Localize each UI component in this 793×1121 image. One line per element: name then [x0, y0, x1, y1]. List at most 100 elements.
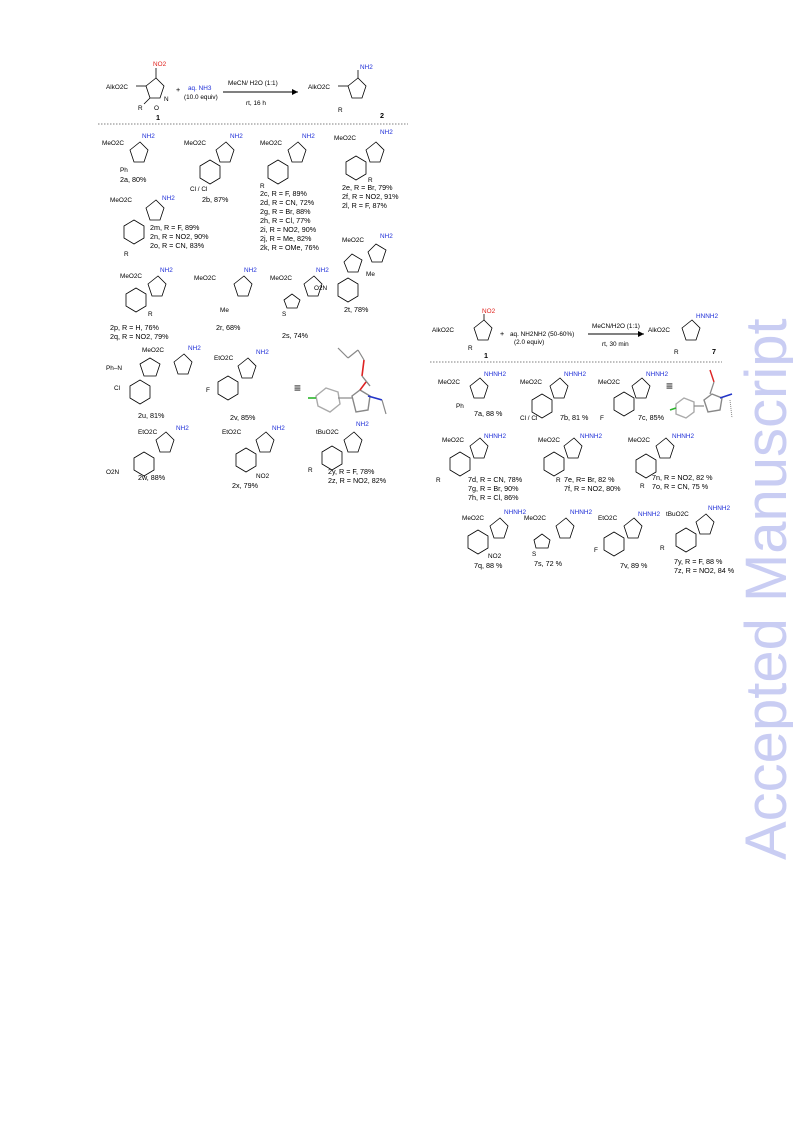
substrate-1: AlkO2C NO2 R O N 1	[106, 61, 169, 122]
svg-text:Me: Me	[220, 307, 229, 314]
svg-text:2h, R = Cl, 77%: 2h, R = Cl, 77%	[260, 216, 311, 225]
svg-text:MeO2C: MeO2C	[520, 379, 542, 386]
svg-text:MeO2C: MeO2C	[270, 275, 292, 282]
svg-text:Me: Me	[366, 271, 375, 278]
svg-text:7n, R = NO2, 82 %: 7n, R = NO2, 82 %	[652, 473, 713, 482]
svg-text:AlkO2C: AlkO2C	[648, 327, 670, 334]
svg-text:EtO2C: EtO2C	[598, 515, 618, 522]
compound-2s: MeO2C NH2 S 2s, 74%	[270, 267, 329, 340]
svg-text:NH2: NH2	[176, 425, 189, 432]
plus-sign: +	[176, 85, 180, 94]
svg-text:R: R	[436, 477, 441, 484]
svg-text:+: +	[500, 329, 504, 338]
svg-text:2l, R = F, 87%: 2l, R = F, 87%	[342, 201, 388, 210]
scheme-right: AlkO2C NO2 R 1 + aq. NH2NH2 (50-60%) (2.…	[430, 308, 735, 575]
svg-text:NHNH2: NHNH2	[638, 511, 660, 518]
svg-text:HNNH2: HNNH2	[696, 313, 718, 320]
svg-text:7: 7	[712, 347, 716, 356]
compound-2y-group: tBuO2C NH2 R 2y, R = F, 78% 2z, R = NO2,…	[308, 421, 387, 485]
svg-text:1: 1	[484, 351, 488, 360]
svg-text:2s, 74%: 2s, 74%	[282, 331, 309, 340]
svg-text:7v, 89 %: 7v, 89 %	[620, 561, 648, 570]
svg-text:R: R	[674, 349, 679, 356]
svg-text:EtO2C: EtO2C	[222, 429, 242, 436]
svg-text:NH2: NH2	[272, 425, 285, 432]
svg-text:R: R	[556, 477, 561, 484]
compound-7q: MeO2C NHNH2 NO2 7q, 88 %	[462, 509, 526, 570]
svg-text:NH2: NH2	[142, 133, 155, 140]
compound-2a: MeO2C NH2 Ph 2a, 80%	[102, 133, 155, 184]
substrate-R: R	[138, 105, 143, 112]
svg-text:NHNH2: NHNH2	[484, 433, 506, 440]
svg-text:NO2: NO2	[256, 473, 270, 480]
svg-text:2e, R = Br, 79%: 2e, R = Br, 79%	[342, 183, 393, 192]
crystal-structure-2v	[308, 347, 387, 415]
compound-7a: MeO2C NHNH2 Ph 7a, 88 %	[438, 371, 506, 418]
svg-text:F: F	[206, 387, 210, 394]
svg-text:2m, R = F, 89%: 2m, R = F, 89%	[150, 223, 200, 232]
svg-text:NH2: NH2	[256, 349, 269, 356]
svg-text:2d, R = CN, 72%: 2d, R = CN, 72%	[260, 198, 315, 207]
svg-text:2t, 78%: 2t, 78%	[344, 305, 369, 314]
svg-text:NHNH2: NHNH2	[504, 509, 526, 516]
compound-2m-group: MeO2C NH2 R 2m, R = F, 89% 2n, R = NO2, …	[110, 195, 209, 258]
svg-text:MeO2C: MeO2C	[628, 437, 650, 444]
compound-2v: EtO2C NH2 F 2v, 85% ≡	[206, 349, 301, 422]
svg-text:AlkO2C: AlkO2C	[308, 84, 330, 91]
svg-text:2w, 88%: 2w, 88%	[138, 473, 166, 482]
svg-text:NH2: NH2	[160, 267, 173, 274]
svg-text:MeO2C: MeO2C	[538, 437, 560, 444]
compound-2u: MeO2C NH2 Ph–N Cl 2u, 81%	[106, 345, 201, 420]
svg-text:MeO2C: MeO2C	[110, 197, 132, 204]
svg-text:NH2: NH2	[162, 195, 175, 202]
svg-text:MeO2C: MeO2C	[194, 275, 216, 282]
svg-text:R: R	[148, 311, 153, 318]
condition-above: MeCN/ H2O (1:1)	[228, 80, 278, 87]
svg-text:NHNH2: NHNH2	[646, 371, 668, 378]
compound-7c: MeO2C NHNH2 F 7c, 85% ≡	[598, 371, 673, 422]
svg-text:2f, R = NO2, 91%: 2f, R = NO2, 91%	[342, 192, 399, 201]
svg-text:MeO2C: MeO2C	[260, 140, 282, 147]
svg-text:Cl / Cl: Cl / Cl	[520, 415, 537, 422]
scheme-left: AlkO2C NO2 R O N 1 + aq. NH3 (10.0 equiv…	[98, 61, 408, 490]
svg-text:2k, R = OMe, 76%: 2k, R = OMe, 76%	[260, 243, 320, 252]
svg-text:NHNH2: NHNH2	[564, 371, 586, 378]
reagent-line1: aq. NH3	[188, 85, 212, 92]
svg-text:7f, R = NO2, 80%: 7f, R = NO2, 80%	[564, 484, 621, 493]
reaction-header-left: AlkO2C NO2 R O N 1 + aq. NH3 (10.0 equiv…	[106, 61, 384, 122]
svg-text:NH2: NH2	[244, 267, 257, 274]
svg-text:R: R	[368, 177, 373, 184]
svg-text:7o, R = CN, 75 %: 7o, R = CN, 75 %	[652, 482, 709, 491]
svg-text:R: R	[468, 345, 473, 352]
svg-text:Ph: Ph	[120, 167, 128, 174]
svg-text:2o, R = CN, 83%: 2o, R = CN, 83%	[150, 241, 205, 250]
svg-text:NHNH2: NHNH2	[484, 371, 506, 378]
compound-2p-group: MeO2C NH2 R 2p, R = H, 76% 2q, R = NO2, …	[110, 267, 173, 341]
svg-text:NHNH2: NHNH2	[570, 509, 592, 516]
svg-text:Ph: Ph	[456, 403, 464, 410]
svg-text:tBuO2C: tBuO2C	[316, 429, 339, 436]
accepted-manuscript-watermark: Accepted Manuscript	[734, 318, 793, 860]
svg-text:MeO2C: MeO2C	[598, 379, 620, 386]
svg-text:7c, 85%: 7c, 85%	[638, 413, 665, 422]
svg-text:Cl / Cl: Cl / Cl	[190, 186, 207, 193]
compound-2e-group: MeO2C NH2 R 2e, R = Br, 79% 2f, R = NO2,…	[334, 129, 399, 210]
svg-text:NO2: NO2	[488, 553, 502, 560]
svg-text:7y, R = F, 88 %: 7y, R = F, 88 %	[674, 557, 723, 566]
compound-2w: EtO2C NH2 O2N 2w, 88%	[106, 425, 189, 482]
compound-7s: MeO2C NHNH2 S 7s, 72 %	[524, 509, 592, 568]
condition-below: rt, 16 h	[246, 100, 266, 107]
svg-text:R: R	[640, 483, 645, 490]
svg-text:MeO2C: MeO2C	[142, 347, 164, 354]
svg-text:F: F	[600, 415, 604, 422]
svg-text:R: R	[660, 545, 665, 552]
svg-text:7q, 88 %: 7q, 88 %	[474, 561, 503, 570]
svg-text:MeO2C: MeO2C	[120, 273, 142, 280]
svg-text:N: N	[164, 96, 169, 103]
svg-text:NH2: NH2	[356, 421, 369, 428]
svg-text:O2N: O2N	[106, 469, 120, 476]
svg-text:NHNH2: NHNH2	[708, 505, 730, 512]
svg-text:Cl: Cl	[114, 385, 120, 392]
svg-text:MeO2C: MeO2C	[102, 140, 124, 147]
reagent-line2: (10.0 equiv)	[184, 94, 218, 101]
